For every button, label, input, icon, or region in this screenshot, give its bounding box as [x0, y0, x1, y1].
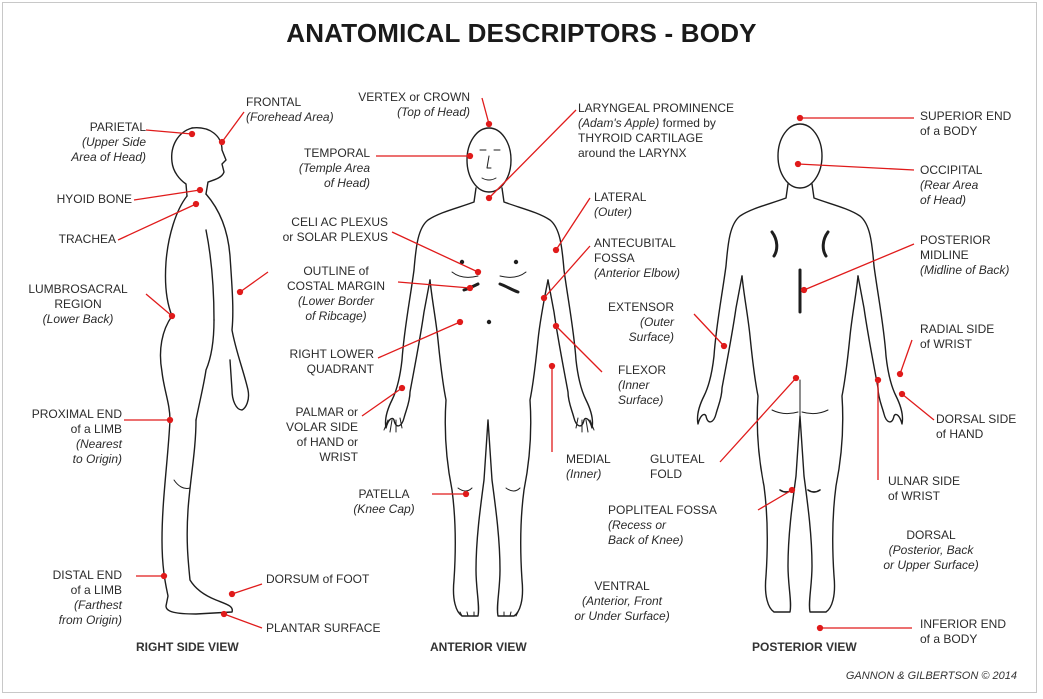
label-lumbrosacral-text: LUMBROSACRAL REGION [14, 282, 142, 312]
label-distal-sub: (Farthest from Origin) [20, 598, 122, 628]
label-rlq-text: RIGHT LOWER QUADRANT [270, 347, 374, 377]
label-posterior-midline: POSTERIOR MIDLINE (Midline of Back) [920, 233, 1035, 278]
label-dorsum-foot-text: DORSUM of FOOT [266, 572, 396, 587]
label-patella-sub: (Knee Cap) [340, 502, 428, 517]
label-costal: OUTLINE of COSTAL MARGIN (Lower Border o… [278, 264, 394, 324]
label-laryngeal-sub: (Adam's Apple) [578, 116, 659, 130]
label-dorsal-text: DORSAL [866, 528, 996, 543]
label-dorsal: DORSAL (Posterior, Back or Upper Surface… [866, 528, 996, 573]
label-medial-sub: (Inner) [566, 467, 626, 482]
label-dorsal-sub: (Posterior, Back or Upper Surface) [866, 543, 996, 573]
label-medial-text: MEDIAL [566, 452, 626, 467]
label-superior: SUPERIOR END of a BODY [920, 109, 1030, 139]
label-flexor: FLEXOR (Inner Surface) [618, 363, 688, 408]
label-celiac-text: CELI AC PLEXUS or SOLAR PLEXUS [262, 215, 388, 245]
label-radial: RADIAL SIDE of WRIST [920, 322, 1020, 352]
copyright-credit: GANNON & GILBERTSON © 2014 [846, 670, 1017, 682]
label-radial-text: RADIAL SIDE of WRIST [920, 322, 1020, 352]
label-posterior-midline-text: POSTERIOR MIDLINE [920, 233, 1035, 263]
label-gluteal-text: GLUTEAL FOLD [650, 452, 720, 482]
label-extensor-text: EXTENSOR [596, 300, 674, 315]
label-celiac: CELI AC PLEXUS or SOLAR PLEXUS [262, 215, 388, 245]
label-lumbrosacral: LUMBROSACRAL REGION (Lower Back) [14, 282, 142, 327]
label-superior-text: SUPERIOR END of a BODY [920, 109, 1030, 139]
label-inferior-text: INFERIOR END of a BODY [920, 617, 1030, 647]
label-flexor-sub: (Inner Surface) [618, 378, 688, 408]
label-dorsum-foot: DORSUM of FOOT [266, 572, 396, 587]
label-inferior: INFERIOR END of a BODY [920, 617, 1030, 647]
label-dorsal-hand: DORSAL SIDE of HAND [936, 412, 1032, 442]
label-proximal: PROXIMAL END of a LIMB (Nearest to Origi… [14, 407, 122, 467]
label-distal: DISTAL END of a LIMB (Farthest from Orig… [20, 568, 122, 628]
label-plantar-text: PLANTAR SURFACE [266, 621, 406, 636]
label-posterior-midline-sub: (Midline of Back) [920, 263, 1035, 278]
caption-anterior-view: ANTERIOR VIEW [430, 640, 527, 654]
label-costal-sub: (Lower Border of Ribcage) [278, 294, 394, 324]
label-parietal-sub: (Upper Side Area of Head) [36, 135, 146, 165]
label-plantar: PLANTAR SURFACE [266, 621, 406, 636]
label-hyoid-text: HYOID BONE [20, 192, 132, 207]
anterior-view-figure [384, 128, 594, 616]
label-vertex-sub: (Top of Head) [346, 105, 470, 120]
label-occipital-sub: (Rear Area of Head) [920, 178, 1020, 208]
label-vertex: VERTEX or CROWN (Top of Head) [346, 90, 470, 120]
label-flexor-text: FLEXOR [618, 363, 688, 378]
label-antecubital-text: ANTECUBITAL FOSSA [594, 236, 714, 266]
label-occipital-text: OCCIPITAL [920, 163, 1020, 178]
label-proximal-text: PROXIMAL END of a LIMB [14, 407, 122, 437]
label-antecubital: ANTECUBITAL FOSSA (Anterior Elbow) [594, 236, 714, 281]
label-distal-text: DISTAL END of a LIMB [20, 568, 122, 598]
label-gluteal: GLUTEAL FOLD [650, 452, 720, 482]
label-ventral-text: VENTRAL [560, 579, 684, 594]
caption-right-side-view: RIGHT SIDE VIEW [136, 640, 239, 654]
label-patella-text: PATELLA [340, 487, 428, 502]
label-trachea-text: TRACHEA [20, 232, 116, 247]
label-popliteal-text: POPLITEAL FOSSA [608, 503, 738, 518]
label-laryngeal-text: LARYNGEAL PROMINENCE [578, 101, 758, 116]
label-temporal-text: TEMPORAL [270, 146, 370, 161]
label-trachea: TRACHEA [20, 232, 116, 247]
label-rlq: RIGHT LOWER QUADRANT [270, 347, 374, 377]
label-popliteal-sub: (Recess or Back of Knee) [608, 518, 738, 548]
label-palmar-text: PALMAR or VOLAR SIDE of HAND or WRIST [262, 405, 358, 465]
label-popliteal: POPLITEAL FOSSA (Recess or Back of Knee) [608, 503, 738, 548]
label-lateral-sub: (Outer) [594, 205, 674, 220]
label-palmar: PALMAR or VOLAR SIDE of HAND or WRIST [262, 405, 358, 465]
label-medial: MEDIAL (Inner) [566, 452, 626, 482]
label-temporal-sub: (Temple Area of Head) [270, 161, 370, 191]
label-parietal: PARIETAL (Upper Side Area of Head) [36, 120, 146, 165]
label-patella: PATELLA (Knee Cap) [340, 487, 428, 517]
label-parietal-text: PARIETAL [36, 120, 146, 135]
label-ventral-sub: (Anterior, Front or Under Surface) [560, 594, 684, 624]
label-laryngeal: LARYNGEAL PROMINENCE (Adam's Apple) form… [578, 101, 758, 161]
label-extensor: EXTENSOR (Outer Surface) [596, 300, 674, 345]
label-dorsal-hand-text: DORSAL SIDE of HAND [936, 412, 1032, 442]
label-temporal: TEMPORAL (Temple Area of Head) [270, 146, 370, 191]
label-hyoid: HYOID BONE [20, 192, 132, 207]
label-lumbrosacral-sub: (Lower Back) [14, 312, 142, 327]
label-vertex-text: VERTEX or CROWN [346, 90, 470, 105]
label-antecubital-sub: (Anterior Elbow) [594, 266, 714, 281]
label-costal-text: OUTLINE of COSTAL MARGIN [278, 264, 394, 294]
label-lateral-text: LATERAL [594, 190, 674, 205]
label-extensor-sub: (Outer Surface) [596, 315, 674, 345]
caption-posterior-view: POSTERIOR VIEW [752, 640, 857, 654]
label-ulnar: ULNAR SIDE of WRIST [888, 474, 984, 504]
label-proximal-sub: (Nearest to Origin) [14, 437, 122, 467]
label-ventral: VENTRAL (Anterior, Front or Under Surfac… [560, 579, 684, 624]
label-occipital: OCCIPITAL (Rear Area of Head) [920, 163, 1020, 208]
label-lateral: LATERAL (Outer) [594, 190, 674, 220]
label-ulnar-text: ULNAR SIDE of WRIST [888, 474, 984, 504]
side-view-figure [160, 128, 248, 614]
